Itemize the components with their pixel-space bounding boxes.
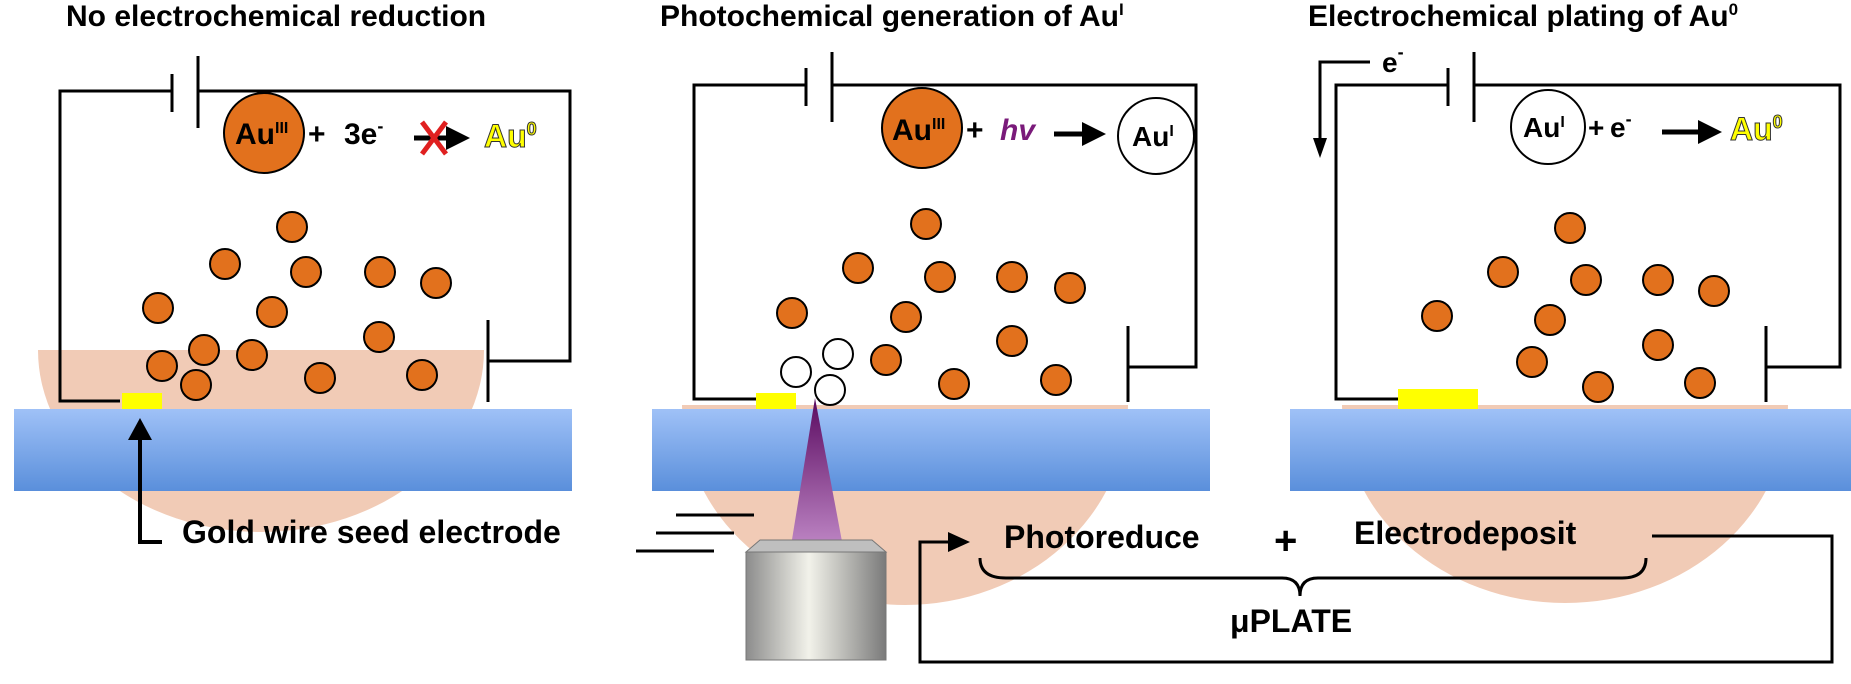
panel-photochemical: Photochemical generation of AuI: [636, 0, 1210, 661]
process-plus: +: [1274, 519, 1297, 563]
photoreduce-label: Photoreduce: [1004, 519, 1200, 555]
eq1-reactant: AuIII: [235, 118, 288, 151]
motion-lines: [636, 513, 754, 553]
au-iii-particles: [1421, 212, 1730, 403]
panel-electrochemical-plating: Electrochemical plating of Au0 e-: [1290, 0, 1851, 603]
eq2-reactant: AuIII: [892, 114, 945, 147]
substrate: [652, 409, 1210, 491]
substrate: [1290, 409, 1851, 491]
au-i-ion: [1510, 89, 1586, 165]
equation-3: AuI + e- Au0: [1510, 89, 1783, 165]
substrate: [14, 409, 572, 491]
electrodeposit-label: Electrodeposit: [1354, 515, 1577, 551]
eq1-arrow-head: [446, 126, 470, 150]
au-iii-particles: [142, 211, 452, 401]
eq3-reactant: AuI: [1523, 112, 1565, 143]
equation-2: AuIII + hv AuI: [881, 87, 1195, 175]
au-iii-ion: [223, 92, 305, 174]
eq3-electron: e-: [1610, 109, 1632, 143]
process-name: μPLATE: [1230, 603, 1352, 639]
circuit-wire: [1334, 52, 1842, 402]
objective-lens: [744, 539, 888, 661]
eq2-product: AuI: [1132, 121, 1174, 152]
plated-gold-deposit: [1398, 389, 1478, 409]
uplate-process-loop: Photoreduce + Electrodeposit μPLATE: [918, 515, 1834, 664]
process-brace: [978, 557, 1648, 597]
panel-no-reduction: No electrochemical reduction: [14, 0, 572, 550]
au-iii-ion: [881, 87, 963, 169]
gold-seed-electrode: [122, 393, 162, 409]
eq1-electrons: 3e-: [344, 116, 383, 151]
electron-flow-arrow: [1313, 60, 1370, 158]
circuit-wire: [58, 56, 572, 403]
gold-seed-electrode: [756, 393, 796, 409]
blocked-x-icon: [420, 120, 448, 156]
panel-2-title: Photochemical generation of AuI: [660, 0, 1124, 33]
eq2-photon: hv: [1000, 114, 1037, 147]
eq2-plus: +: [966, 114, 984, 147]
eq2-arrow-head: [1082, 122, 1106, 146]
seed-electrode-pointer: [128, 418, 162, 544]
electron-flow-label: e-: [1382, 42, 1404, 78]
equation-1: AuIII + 3e- Au0: [223, 92, 537, 174]
circuit-wire: [692, 52, 1198, 402]
laser-beam: [790, 398, 844, 552]
eq3-plus: +: [1588, 112, 1604, 143]
eq1-product: Au0: [484, 118, 537, 154]
au-i-ion: [1117, 97, 1195, 175]
panel-1-title: No electrochemical reduction: [66, 0, 486, 33]
eq3-arrow-head: [1698, 120, 1722, 144]
seed-electrode-label: Gold wire seed electrode: [182, 514, 561, 550]
process-loop-arrow: [918, 532, 1834, 664]
au-iii-particles: [776, 208, 1086, 400]
panel-3-title: Electrochemical plating of Au0: [1308, 0, 1738, 33]
au-i-particles: [780, 338, 854, 406]
eq1-plus: +: [308, 118, 326, 151]
eq3-product: Au0: [1730, 111, 1783, 147]
